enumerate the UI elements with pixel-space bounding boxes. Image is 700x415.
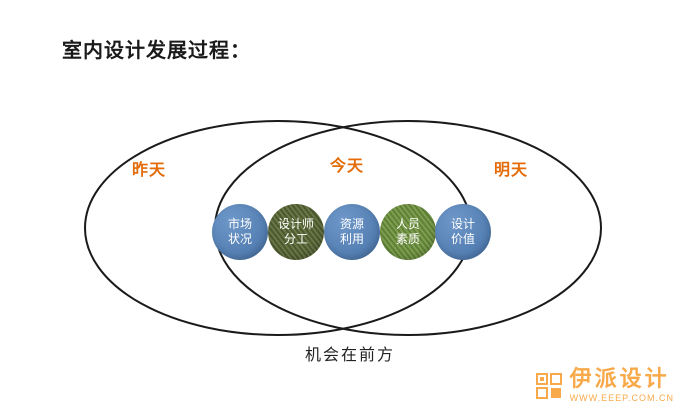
circle-label-line: 利用: [339, 232, 364, 246]
circle-designer-division: 设计师 分工: [268, 204, 324, 260]
circle-label-line: 资源: [339, 217, 364, 231]
circle-label-line: 人员: [395, 217, 420, 231]
watermark-text: 伊派设计 WWW.EEEP.COM.CN: [569, 366, 674, 404]
watermark-url: WWW.EEEP.COM.CN: [569, 393, 674, 403]
circle-label-line: 状况: [227, 232, 252, 246]
page-title: 室内设计发展过程：: [62, 40, 251, 62]
watermark-brand: 伊派设计: [569, 366, 670, 391]
watermark: 伊派设计 WWW.EEEP.COM.CN: [535, 368, 674, 403]
label-yesterday: 昨天: [132, 162, 167, 179]
circle-market-situation: 市场 状况: [212, 204, 268, 260]
circle-label-line: 市场: [227, 217, 252, 231]
circle-label-line: 设计: [450, 217, 475, 231]
circle-label-line: 分工: [283, 232, 308, 246]
circle-personnel-quality: 人员 素质: [380, 204, 436, 260]
caption-opportunity-ahead: 机会在前方: [304, 347, 395, 364]
label-tomorrow: 明天: [494, 162, 529, 179]
label-today: 今天: [330, 158, 365, 175]
circle-label-line: 价值: [450, 232, 475, 246]
circle-resource-utilization: 资源 利用: [324, 204, 380, 260]
circle-label-line: 设计师: [277, 217, 314, 231]
watermark-logo-icon: [535, 372, 562, 399]
circle-label-line: 素质: [395, 232, 420, 246]
circle-design-value: 设计 价值: [435, 204, 491, 260]
